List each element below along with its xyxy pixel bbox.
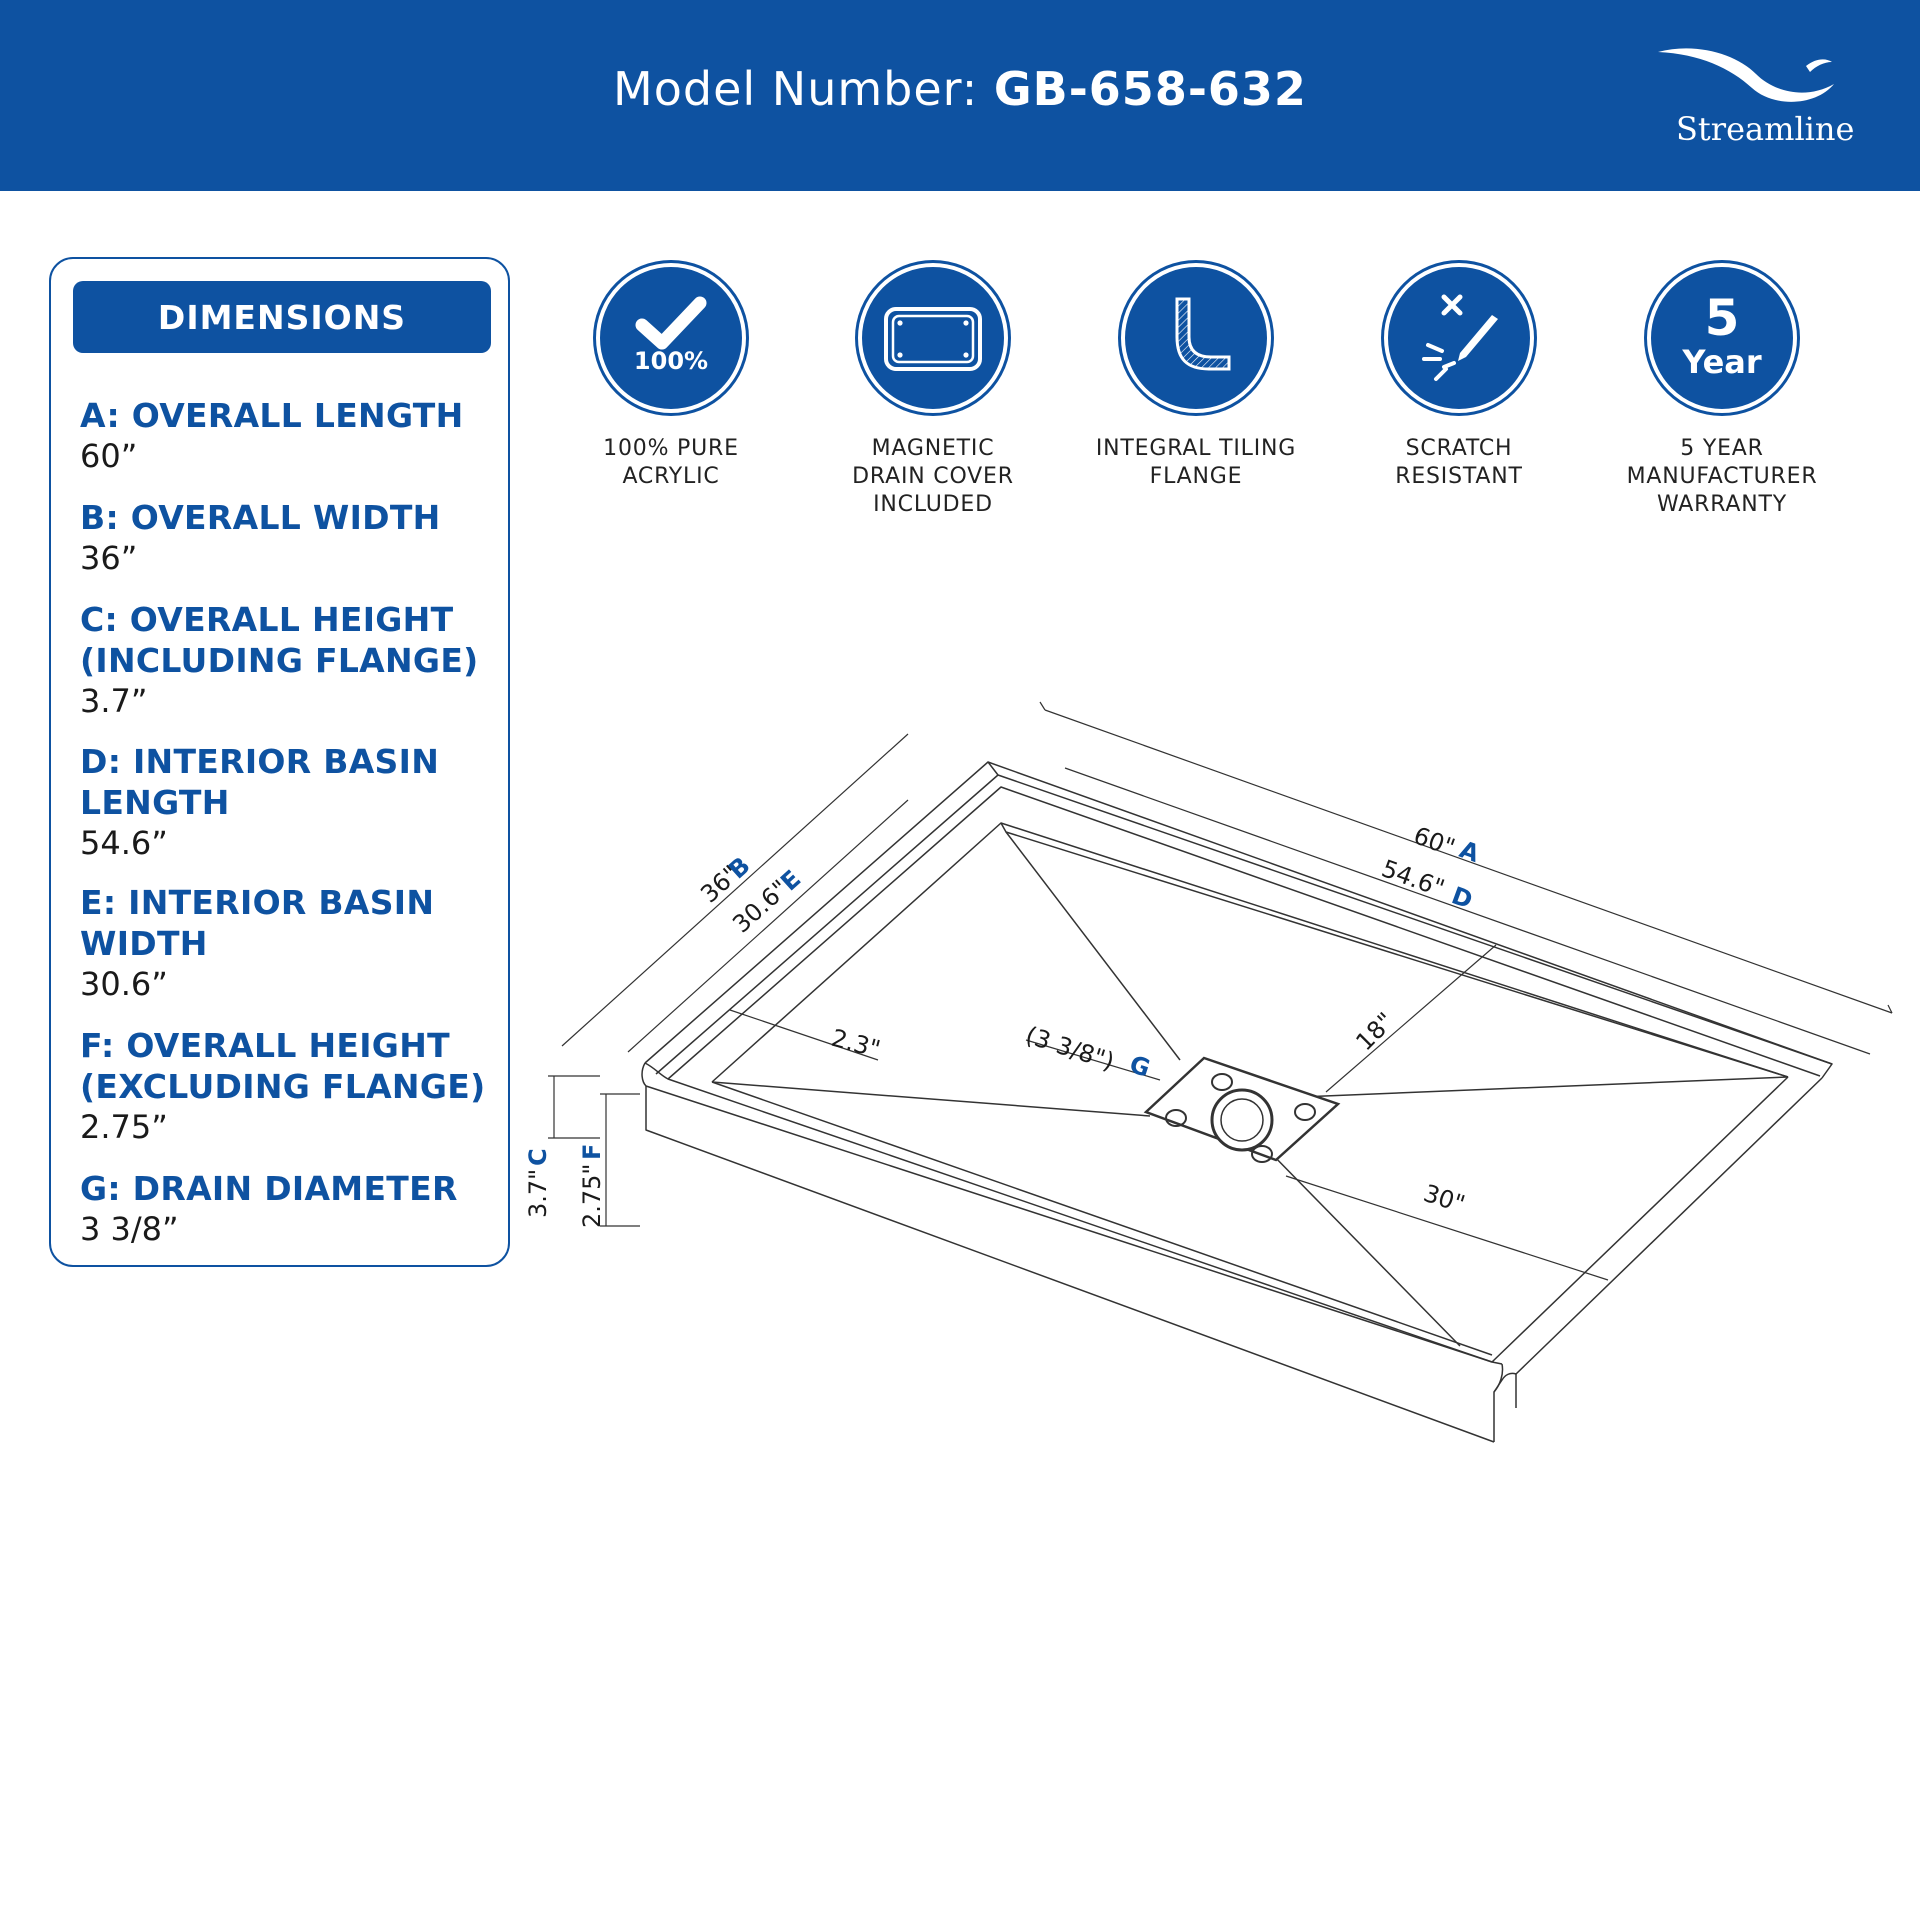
dimension-value: 36”	[80, 539, 138, 577]
slope-line	[1275, 1076, 1789, 1099]
feature-circle: 100%	[596, 263, 746, 413]
dimension-value: 3 3/8”	[80, 1210, 179, 1248]
dimension-line-f	[600, 1093, 640, 1227]
dimension-value: 54.6”	[80, 824, 168, 862]
slope-line	[1267, 1149, 1461, 1347]
dimension-label: G: DRAIN DIAMETER	[80, 1169, 458, 1208]
drain-assembly	[1143, 1056, 1341, 1163]
model-number-value: GB-658-632	[993, 62, 1307, 116]
dimension-label: WIDTH	[80, 924, 208, 963]
model-number-prefix: Model Number:	[613, 62, 994, 116]
checkmark-icon: 100%	[634, 296, 708, 375]
feature-circle	[1121, 263, 1271, 413]
outer-flange-edge	[644, 761, 1833, 1079]
dimension-line-c	[548, 1075, 600, 1139]
dimension-a: A: OVERALL LENGTH 60”	[80, 395, 500, 476]
dimension-line-d	[1064, 767, 1871, 1055]
brand-name: Streamline	[1676, 110, 1855, 148]
warranty-number: 5	[1705, 289, 1740, 347]
dimension-c: C: OVERALL HEIGHT (INCLUDING FLANGE) 3.7…	[80, 599, 500, 721]
label-g-letter: G	[1126, 1050, 1153, 1083]
slope-line	[711, 1081, 1151, 1117]
dimension-g: G: DRAIN DIAMETER 3 3/8”	[80, 1168, 500, 1249]
tiling-flange-icon	[1175, 297, 1231, 371]
dimension-label: LENGTH	[80, 783, 230, 822]
streamline-logo: Streamline	[1656, 44, 1854, 154]
dimension-label: F: OVERALL HEIGHT	[80, 1026, 450, 1065]
dimension-line-a	[1044, 709, 1893, 1014]
dimensions-panel: DIMENSIONS A: OVERALL LENGTH 60” B: OVER…	[49, 257, 510, 1267]
dimension-line-side-offset	[729, 1009, 879, 1061]
label-a-letter: A	[1456, 835, 1483, 868]
model-number-title: Model Number: GB-658-632	[0, 62, 1920, 116]
warranty-icon: 5 Year	[1681, 289, 1762, 381]
dimension-e: E: INTERIOR BASIN WIDTH 30.6”	[80, 882, 500, 1004]
feature-caption: 5 YEAR MANUFACTURER WARRANTY	[1626, 436, 1818, 517]
label-d-value: 54.6"	[1378, 854, 1448, 902]
header-banner: Model Number: GB-658-632 Streamline	[0, 0, 1920, 191]
dimensions-heading: DIMENSIONS	[73, 281, 491, 353]
dimension-line-b	[561, 733, 909, 1047]
feature-caption: 100% PURE ACRYLIC	[603, 436, 739, 489]
dimension-value: 60”	[80, 437, 138, 475]
dimension-value: 3.7”	[80, 682, 148, 720]
dimension-label: B: OVERALL WIDTH	[80, 498, 441, 537]
label-side-offset: 2.3"	[828, 1024, 883, 1064]
label-drain-to-side: 30"	[1420, 1179, 1468, 1218]
label-c-value: 3.7"	[524, 1169, 552, 1218]
feature-circle	[1384, 263, 1534, 413]
dimension-label: (INCLUDING FLANGE)	[80, 641, 479, 680]
dimension-label: A: OVERALL LENGTH	[80, 396, 464, 435]
dimension-value: 2.75”	[80, 1108, 168, 1146]
drain-cover-icon	[884, 307, 982, 371]
label-d-letter: D	[1448, 881, 1476, 914]
wave-logo-icon	[1658, 48, 1834, 102]
dimension-label: D: INTERIOR BASIN	[80, 742, 440, 781]
dimension-f: F: OVERALL HEIGHT (EXCLUDING FLANGE) 2.7…	[80, 1025, 500, 1147]
dimension-value: 30.6”	[80, 965, 168, 1003]
dimension-label: C: OVERALL HEIGHT	[80, 600, 454, 639]
dimension-label: (EXCLUDING FLANGE)	[80, 1067, 486, 1106]
dimension-label: E: INTERIOR BASIN	[80, 883, 435, 922]
scratch-resistant-icon	[1422, 294, 1498, 381]
dimension-line-18	[1325, 944, 1497, 1093]
dimension-b: B: OVERALL WIDTH 36”	[80, 497, 500, 578]
label-f-letter: F	[578, 1144, 606, 1160]
warranty-word: Year	[1681, 343, 1762, 381]
feature-circle: 5 Year	[1647, 263, 1797, 413]
feature-circle	[858, 263, 1008, 413]
dimension-d: D: INTERIOR BASIN LENGTH 54.6”	[80, 741, 500, 863]
dimension-line-30	[1285, 1175, 1609, 1281]
label-c-letter: C	[524, 1148, 552, 1166]
percent-label: 100%	[634, 347, 708, 375]
label-drain-to-back: 18"	[1350, 1007, 1399, 1056]
feature-caption: MAGNETIC DRAIN COVER INCLUDED	[852, 436, 1014, 517]
label-f-value: 2.75"	[578, 1164, 606, 1228]
feature-caption: SCRATCH RESISTANT	[1395, 436, 1523, 489]
dimension-line-g	[1025, 1039, 1161, 1081]
feature-caption: INTEGRAL TILING FLANGE	[1095, 436, 1297, 489]
label-g-value: (3 3/8")	[1022, 1021, 1117, 1076]
slope-line	[1005, 831, 1181, 1061]
dimension-line-e	[627, 799, 909, 1053]
